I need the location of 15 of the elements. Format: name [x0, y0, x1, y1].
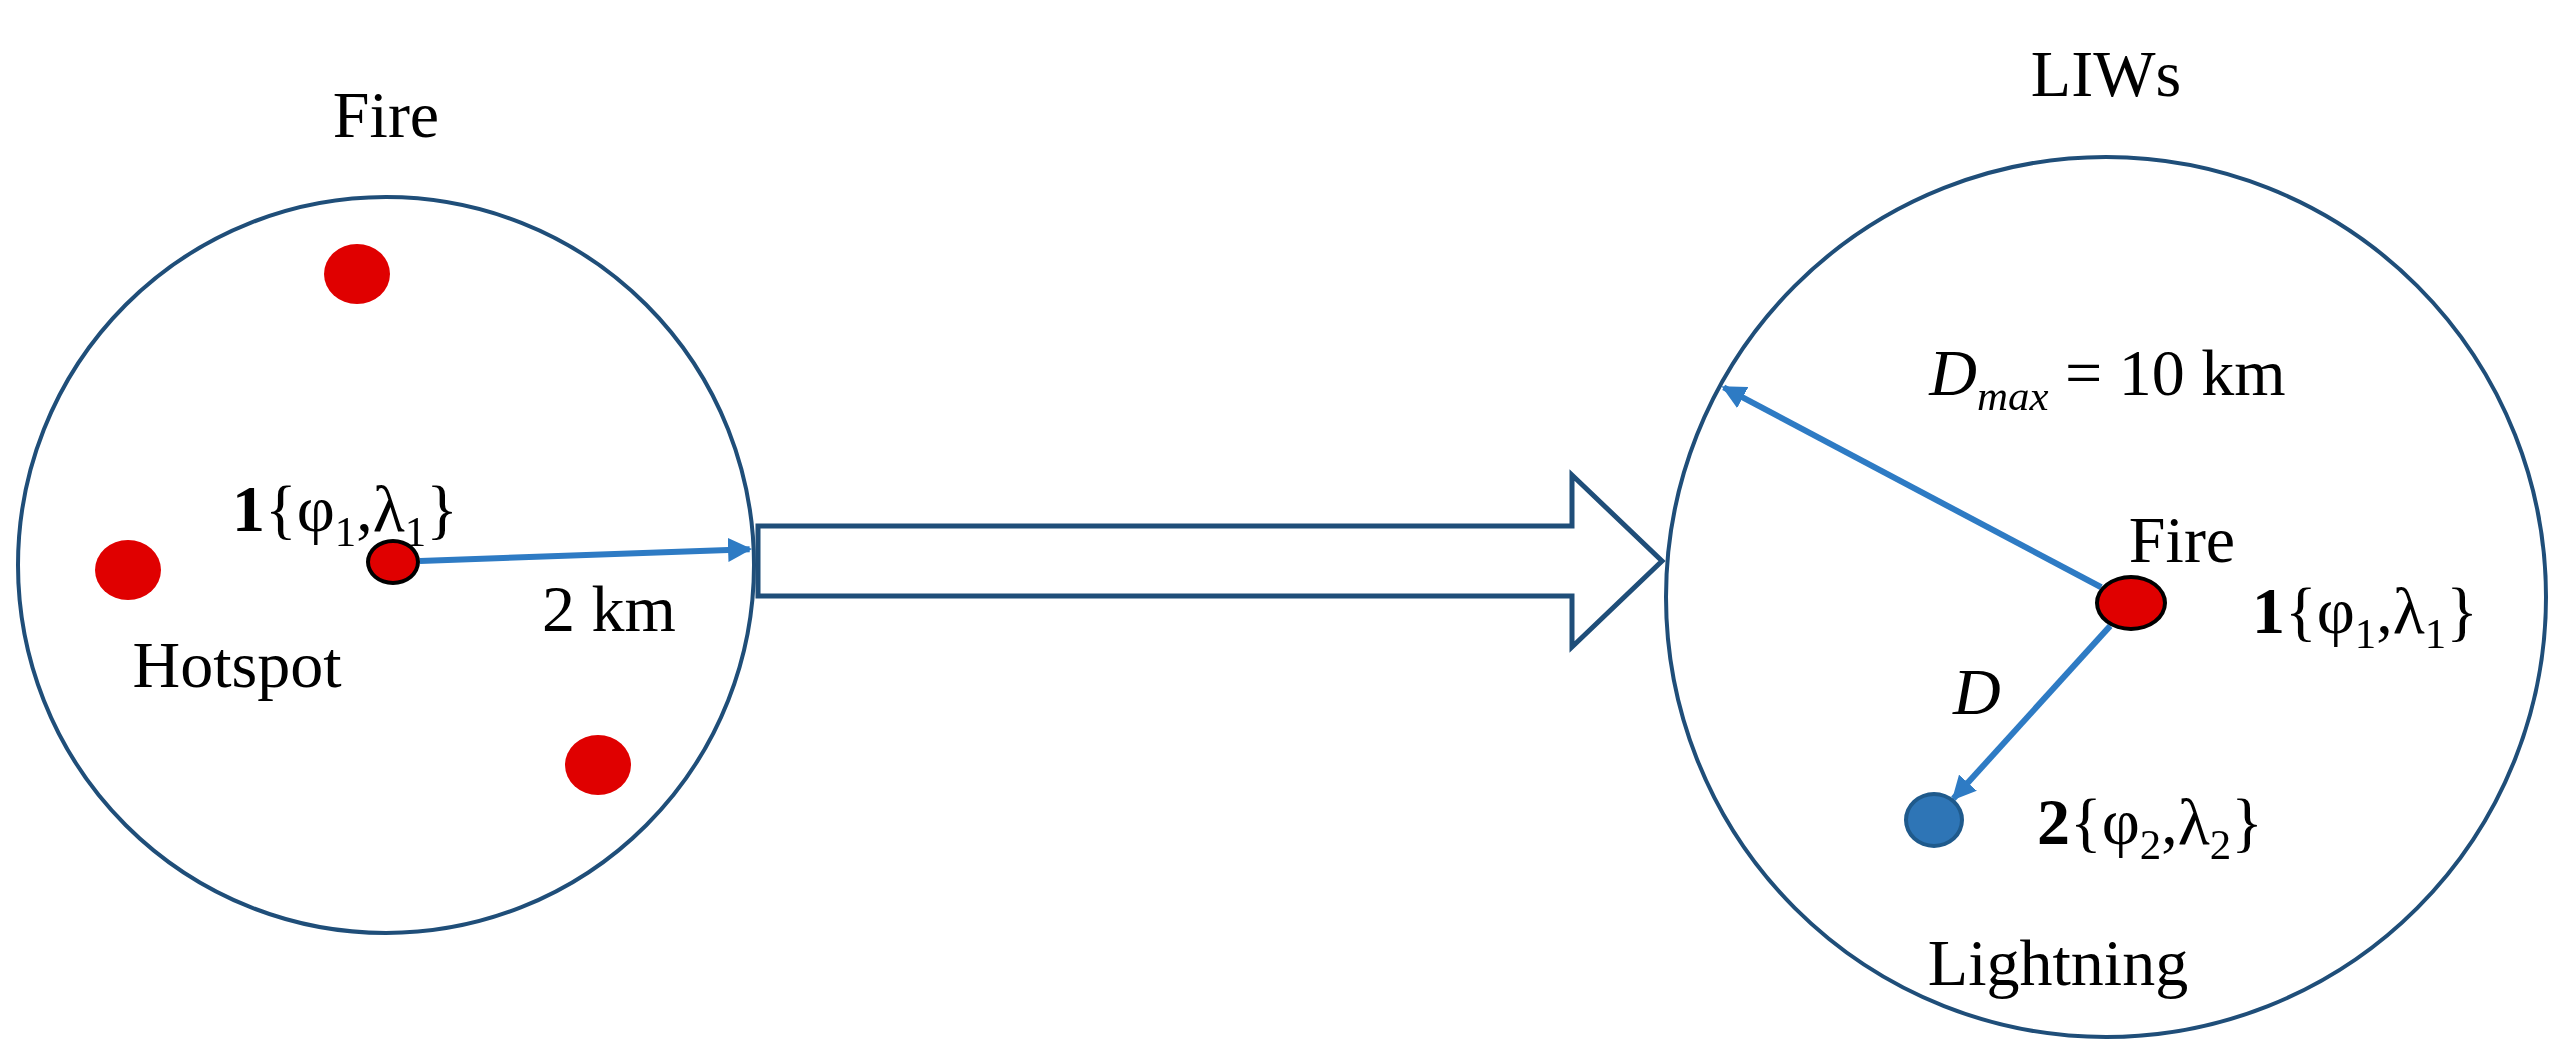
- point-label: 1{φ$_{1}$,λ$_{1}$}: [232, 476, 458, 554]
- edge-label: D$_{max}$ = 10 km: [1929, 340, 2286, 418]
- point-label: Fire: [2128, 507, 2236, 573]
- circle-title: LIWs: [2030, 41, 2182, 107]
- point-label: 2{φ$_{2}$,λ$_{2}$}: [2037, 789, 2263, 867]
- point-marker: [1904, 792, 1964, 848]
- arrow: [1721, 384, 2103, 590]
- arrow: [419, 537, 753, 565]
- point-marker: [2095, 575, 2167, 631]
- circle-title: Fire: [332, 82, 440, 148]
- arrow: [1951, 623, 2113, 801]
- edge-label: D: [1953, 659, 2001, 726]
- point-label: 1{φ$_{1}$,λ$_{1}$}: [2252, 578, 2478, 656]
- edge-label: 2 km: [541, 576, 676, 643]
- block-arrow: [755, 469, 1666, 653]
